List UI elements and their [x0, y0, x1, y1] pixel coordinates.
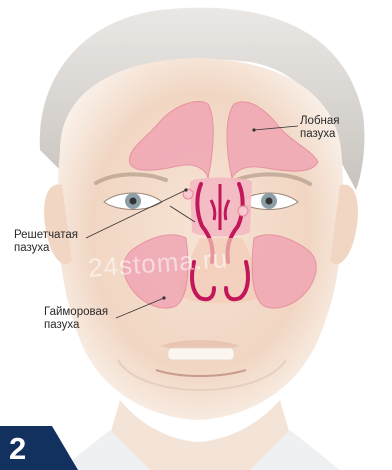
label-ethmoid-sinus: Решетчатая пазуха	[14, 229, 78, 255]
label-frontal-sinus: Лобная пазуха	[300, 115, 340, 141]
label-maxillary-sinus: Гайморовая пазуха	[44, 306, 108, 332]
label-frontal-line1: Лобная	[300, 115, 340, 128]
figure-number: 2	[9, 431, 49, 467]
teeth	[168, 348, 234, 360]
leader-dot-frontal	[252, 128, 255, 131]
ethmoid-cell-right	[238, 206, 248, 216]
label-maxillary-line2: пазуха	[44, 319, 108, 332]
leader-dot-ethmoid	[184, 188, 187, 191]
label-ethmoid-line1: Решетчатая	[14, 229, 78, 242]
label-frontal-line2: пазуха	[300, 128, 340, 141]
label-maxillary-line1: Гайморовая	[44, 306, 108, 319]
leader-dot-maxillary	[162, 296, 165, 299]
label-ethmoid-line2: пазуха	[14, 242, 78, 255]
